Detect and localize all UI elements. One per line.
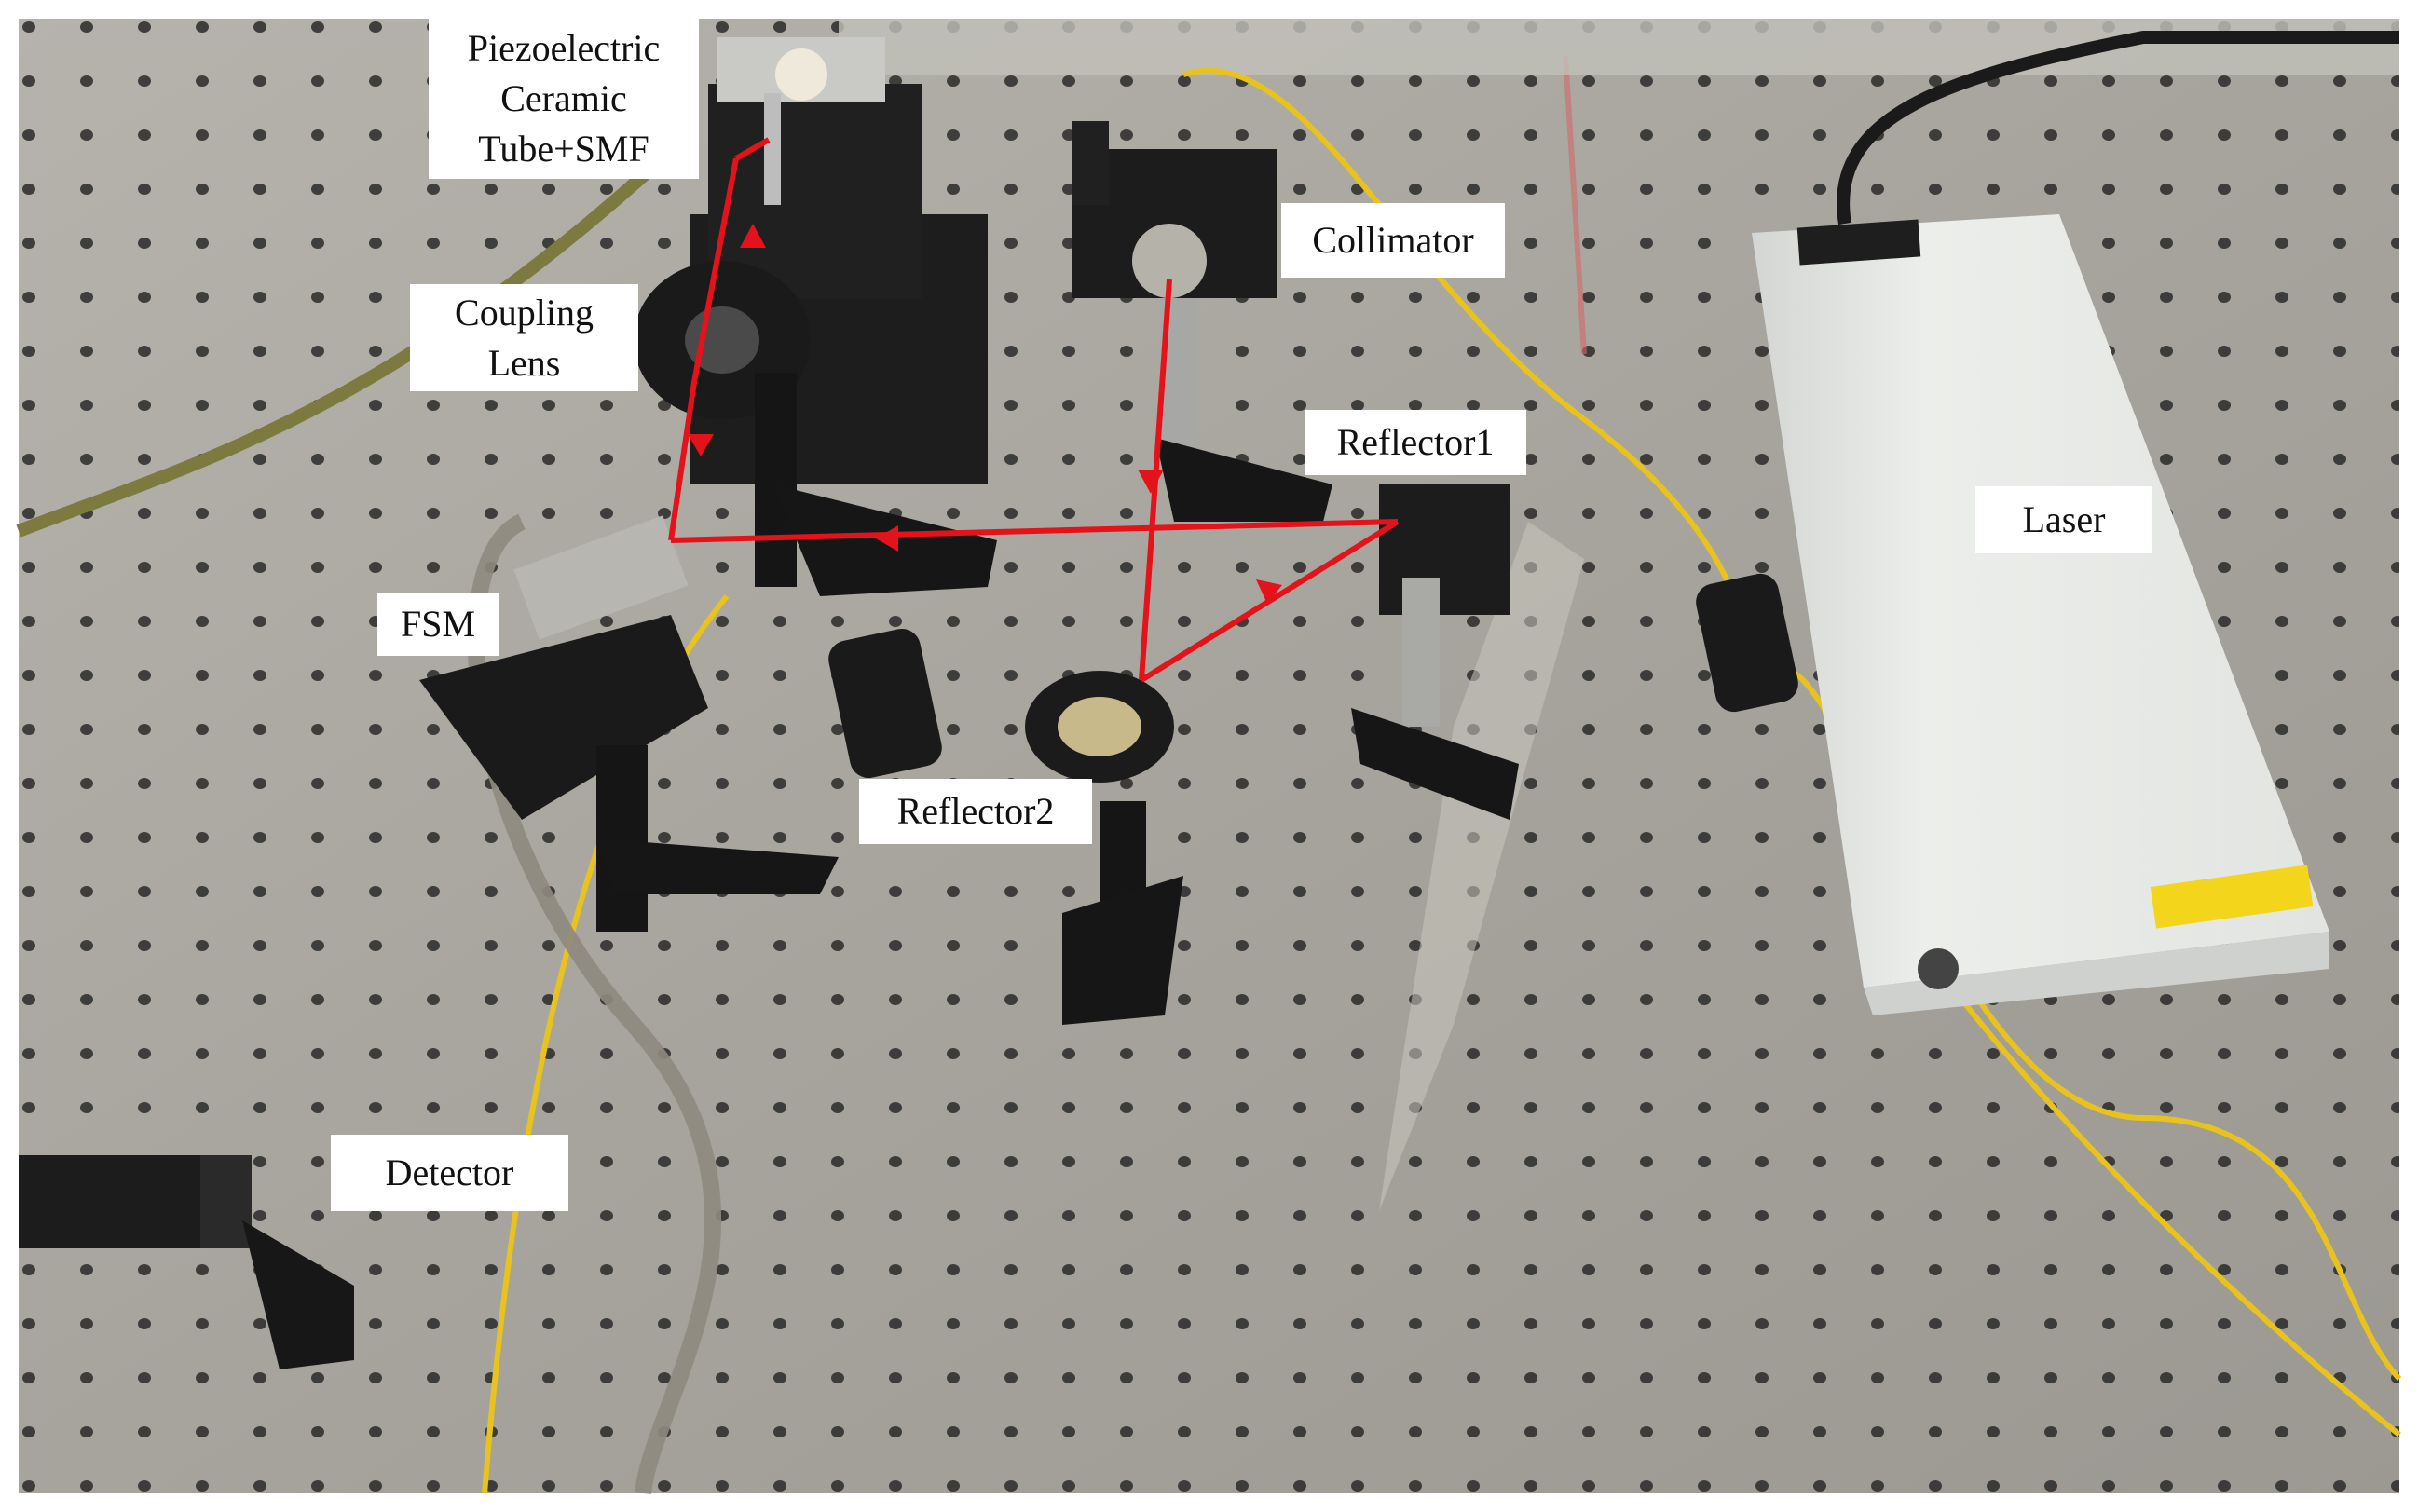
reflector1-label: Reflector1 bbox=[1305, 410, 1526, 475]
coupling-lens-label: Coupling Lens bbox=[410, 284, 638, 391]
table-edge bbox=[839, 19, 2399, 75]
post-holder bbox=[1696, 573, 1798, 713]
piezo-tube-label-line2: Ceramic bbox=[500, 77, 627, 119]
fsm-label: FSM bbox=[377, 593, 499, 656]
piezo-tube-label-line1: Piezoelectric bbox=[467, 27, 661, 69]
piezo-tube-label: Piezoelectric Ceramic Tube+SMF bbox=[429, 19, 699, 179]
table-scratch bbox=[1379, 522, 1584, 1211]
reflector1-mount bbox=[1351, 484, 1519, 820]
laser-label: Laser bbox=[1975, 486, 2152, 553]
coupling-lens-label-line1: Coupling bbox=[455, 291, 594, 334]
collimator-label: Collimator bbox=[1281, 203, 1505, 278]
power-cable bbox=[1837, 31, 2399, 225]
green-cable bbox=[16, 162, 657, 538]
detector-unit bbox=[19, 1155, 354, 1369]
beam-fsm-to-lens bbox=[668, 157, 739, 541]
reflector2-label: Reflector2 bbox=[859, 779, 1092, 844]
beam-reflector2-to-reflector1 bbox=[1140, 519, 1400, 683]
beam-arrows bbox=[688, 224, 1282, 604]
laser-box bbox=[1752, 214, 2329, 1015]
yellow-fiber-laser bbox=[1935, 967, 2401, 1437]
post-holder bbox=[828, 628, 942, 779]
coupling-lens-label-line2: Lens bbox=[487, 341, 561, 384]
detector-label: Detector bbox=[331, 1135, 568, 1211]
beam-reflector1-to-fsm bbox=[670, 519, 1399, 543]
beam-lens-to-fiber bbox=[734, 137, 771, 161]
reflector2-mount bbox=[1025, 671, 1183, 1025]
piezo-tube-label-line3: Tube+SMF bbox=[478, 128, 649, 170]
table-markings bbox=[1563, 55, 1587, 355]
coupling-lens-mount bbox=[634, 261, 997, 596]
fsm-mount bbox=[419, 515, 839, 932]
